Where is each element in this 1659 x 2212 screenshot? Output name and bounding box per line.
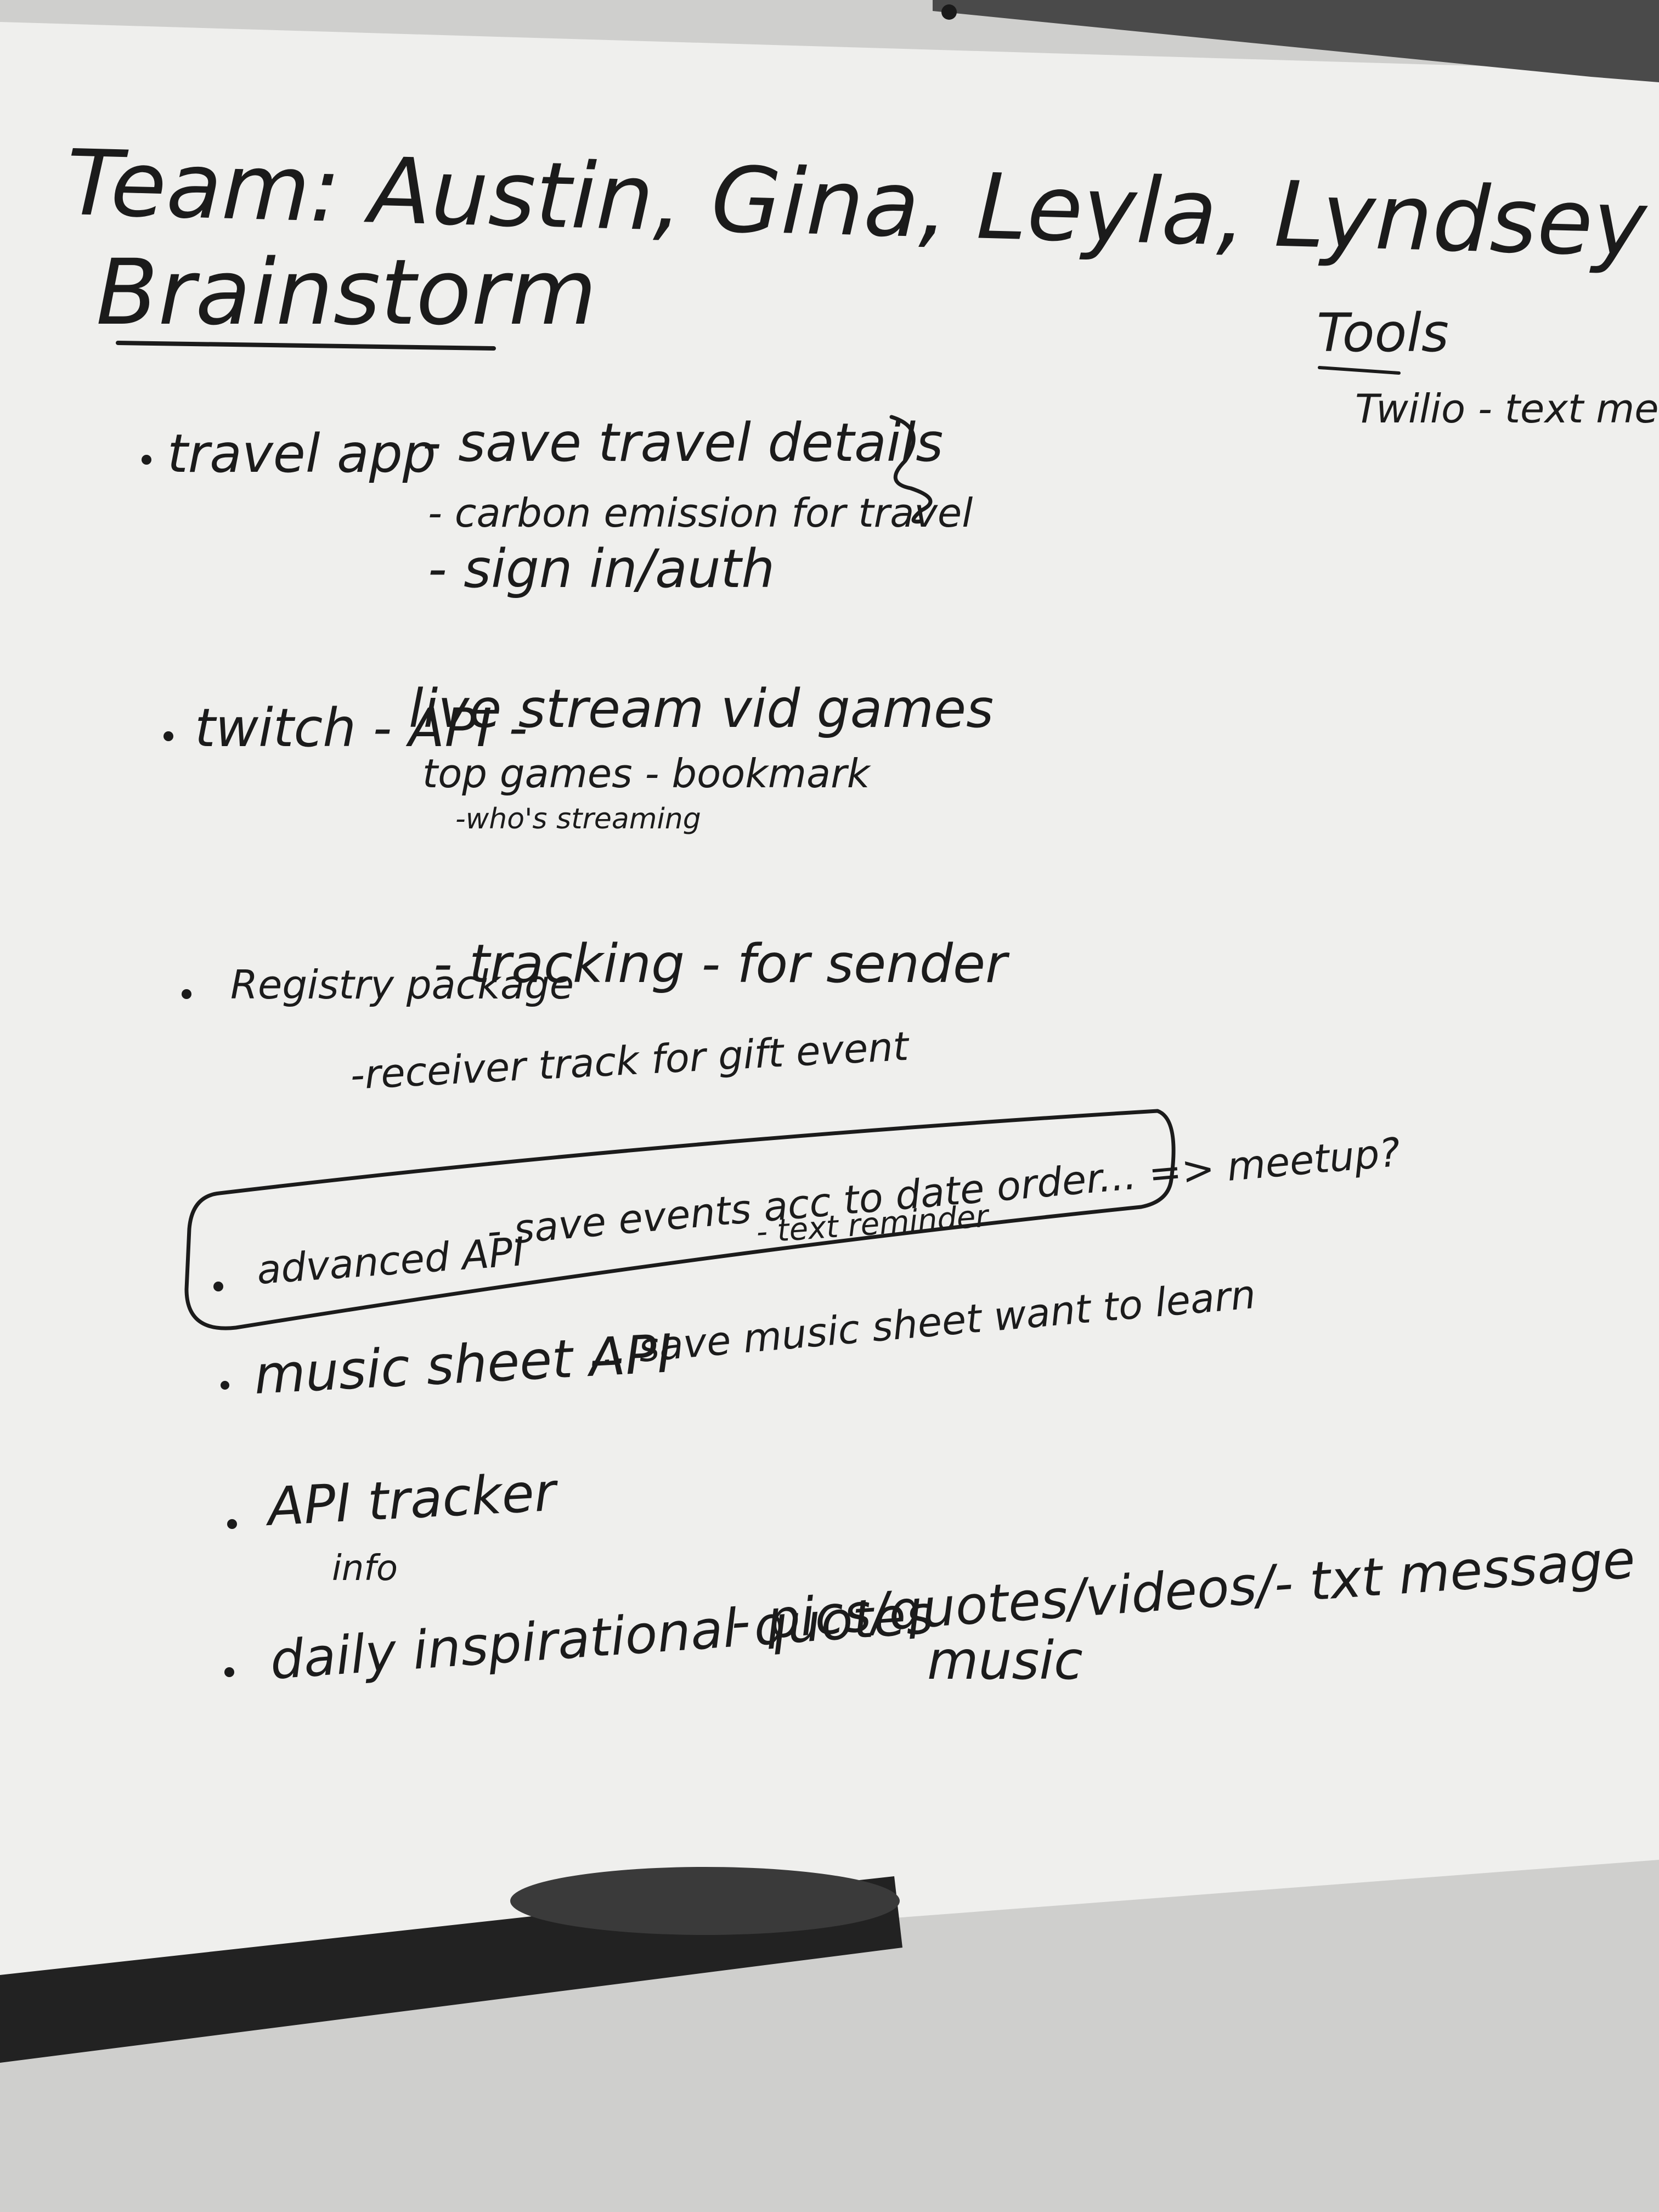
brainstorm-title: Brainstorm: [96, 240, 597, 345]
title-underline: [116, 341, 496, 351]
idea-twitch-note-3: -who's streaming: [455, 803, 701, 836]
whiteboard-surface: [0, 22, 1659, 1986]
idea-registry-note-1: - tracking - for sender: [433, 933, 1010, 995]
frame-screw: [941, 4, 957, 20]
idea-travel-note-2: - carbon emission for travel: [428, 490, 973, 536]
bullet: [142, 455, 151, 465]
idea-twitch-note-2: top games - bookmark: [422, 751, 872, 797]
idea-twitch: twitch - API -: [195, 697, 528, 759]
curly-brace: [889, 415, 933, 524]
tools-title: Tools: [1317, 302, 1449, 364]
eraser: [510, 1867, 900, 1935]
bullet: [213, 1282, 223, 1291]
tools-underline: [1318, 366, 1401, 375]
idea-travel-note-3: - sign in/auth: [428, 538, 775, 600]
idea-daily-note-2: music: [927, 1630, 1083, 1691]
bullet: [182, 989, 191, 999]
idea-registry: Registry package: [230, 962, 574, 1008]
idea-twitch-note-1: live stream vid games: [409, 678, 994, 740]
idea-api-tracker-note: info: [332, 1548, 398, 1589]
tool-item: Twilio - text mess.: [1355, 386, 1659, 432]
bullet: [221, 1381, 229, 1390]
idea-travel-app: travel app: [167, 423, 436, 484]
bullet: [163, 731, 173, 741]
circled-outline: [184, 1109, 1176, 1330]
idea-travel-note-1: - save travel details: [422, 412, 943, 473]
whiteboard-frame-top: [933, 0, 1659, 82]
bullet: [224, 1667, 234, 1677]
bullet: [227, 1519, 237, 1529]
